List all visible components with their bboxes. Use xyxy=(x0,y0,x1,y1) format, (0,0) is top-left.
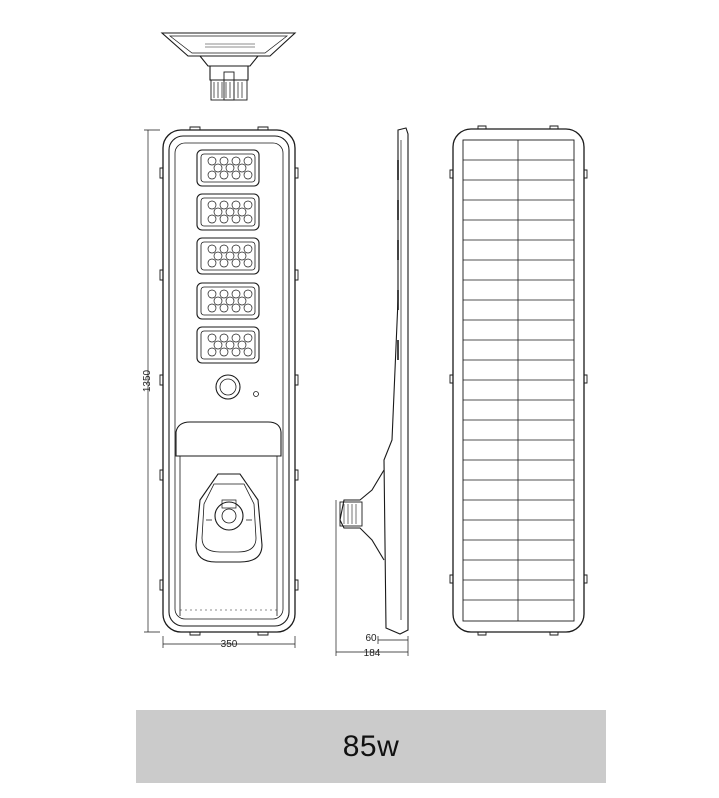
front-view xyxy=(159,126,299,636)
dimension-lines xyxy=(144,129,409,656)
width-dimension-label: 350 xyxy=(221,639,238,650)
caption-text: 85w xyxy=(342,729,400,763)
bracket-offset-label: 60 xyxy=(365,633,377,644)
side-view xyxy=(339,127,409,635)
caption-box: 85w xyxy=(136,710,606,783)
height-dimension-label: 1350 xyxy=(142,369,153,392)
mount-bracket xyxy=(195,473,263,563)
sensor xyxy=(215,374,259,400)
top-view xyxy=(160,32,297,101)
depth-dimension-label: 184 xyxy=(364,648,381,659)
led-modules xyxy=(196,149,260,364)
battery-housing xyxy=(175,421,282,616)
technical-drawing: 1350 350 60 184 xyxy=(142,32,588,659)
solar-panel-view xyxy=(449,125,588,636)
